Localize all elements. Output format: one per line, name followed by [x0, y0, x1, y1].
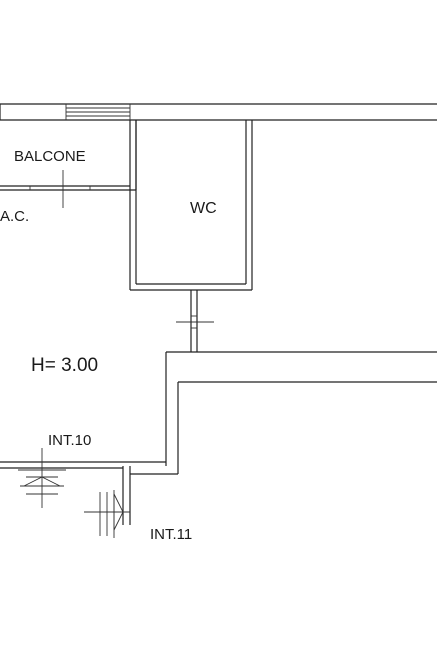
- wc-walls: [129, 120, 253, 291]
- lower-wall: [0, 461, 178, 525]
- door-label-int10: INT.10: [48, 432, 91, 449]
- door-int10-symbol: [18, 448, 66, 508]
- door-label-int11: INT.11: [150, 526, 192, 543]
- wc-door: [176, 290, 214, 352]
- door-int11-symbol: [84, 490, 130, 538]
- room-label-wc: WC: [190, 200, 217, 217]
- corridor-walls: [165, 351, 437, 474]
- top-exterior-wall: [0, 103, 437, 121]
- window-top: [65, 104, 131, 120]
- height-label: H= 3.00: [31, 355, 98, 376]
- room-label-ac: A.C.: [0, 208, 29, 225]
- room-label-balcone: BALCONE: [14, 148, 86, 165]
